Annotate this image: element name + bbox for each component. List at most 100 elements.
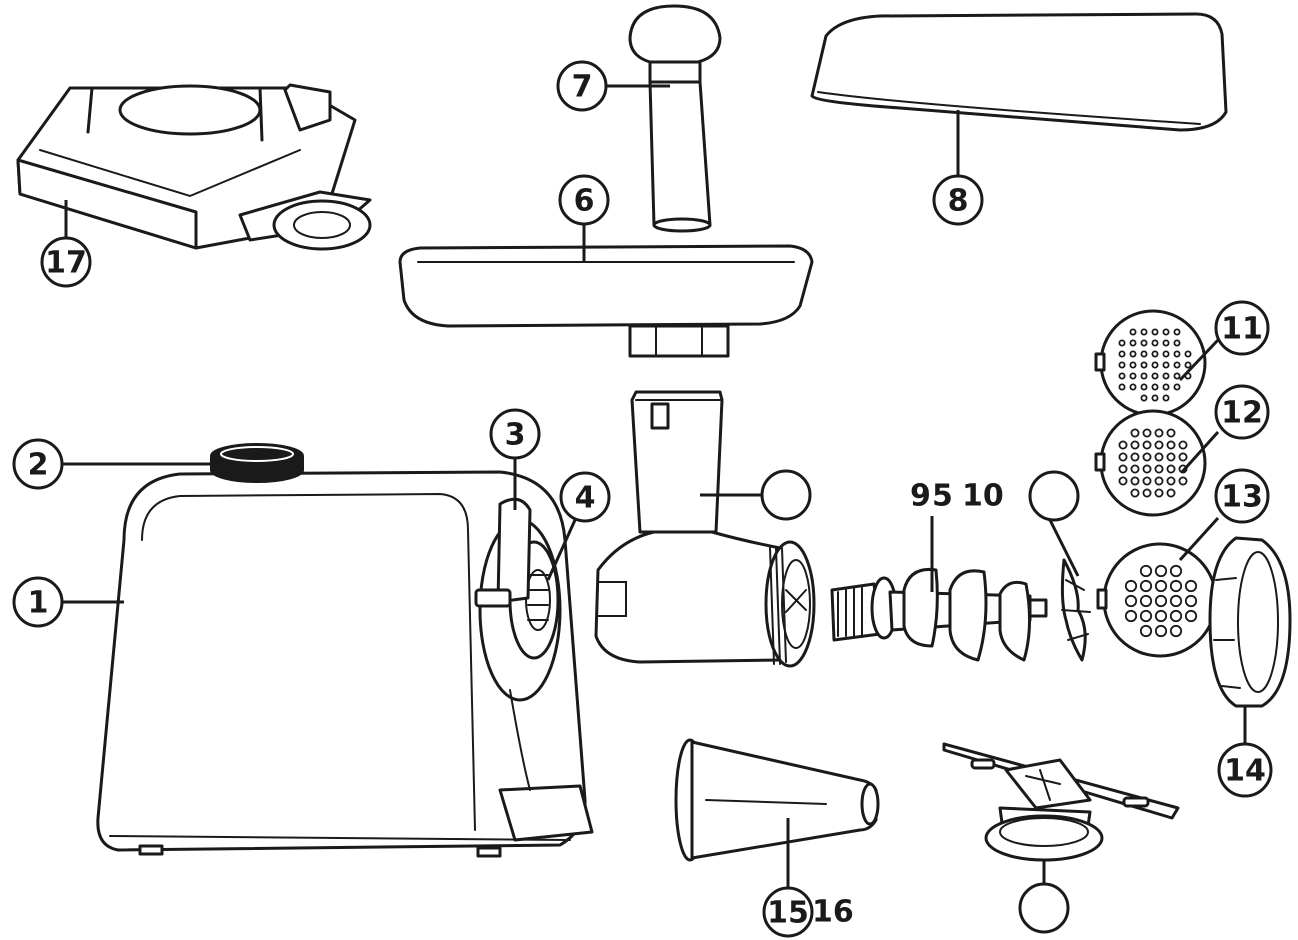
plate-hole: [1142, 476, 1152, 486]
callout-12: 12: [1214, 384, 1270, 440]
plate-hole: [1184, 579, 1198, 593]
plate-hole: [1139, 624, 1153, 638]
plate-hole: [1118, 372, 1126, 380]
callout-7: 7: [556, 60, 608, 112]
plate-hole: [1142, 488, 1152, 498]
plate-hole: [1162, 394, 1170, 402]
plate-hole: [1162, 328, 1170, 336]
part-switch-knob: [210, 443, 304, 483]
part-auger: [830, 567, 1048, 662]
plate-hole: [1118, 440, 1128, 450]
plate-hole: [1162, 383, 1170, 391]
plate-hole: [1154, 564, 1168, 578]
callout-14-label: 14: [1224, 754, 1266, 789]
plate-hole: [1151, 328, 1159, 336]
callout-2-label: 2: [28, 448, 49, 483]
plate-hole: [1166, 440, 1176, 450]
plate-hole: [1162, 350, 1170, 358]
plate-hole: [1140, 361, 1148, 369]
plate-hole: [1173, 328, 1181, 336]
part-cover: [810, 12, 1228, 132]
plate-hole: [1129, 361, 1137, 369]
plate-hole: [1118, 383, 1126, 391]
plate-hole: [1130, 428, 1140, 438]
callout-6-label: 6: [574, 184, 595, 219]
plate-hole: [1130, 464, 1140, 474]
plate-hole: [1184, 609, 1198, 623]
callout-1-label: 1: [28, 586, 49, 621]
callout-7-label: 7: [572, 70, 593, 105]
plate-hole: [1118, 361, 1126, 369]
plate-hole: [1169, 564, 1183, 578]
plate-hole: [1154, 464, 1164, 474]
callout-empty-kibbe: [1018, 882, 1070, 934]
plate-hole: [1154, 476, 1164, 486]
plate-hole: [1140, 328, 1148, 336]
plate-hole: [1173, 350, 1181, 358]
callout-17-label: 17: [45, 246, 87, 281]
plate-hole: [1130, 488, 1140, 498]
plate-hole: [1151, 383, 1159, 391]
plate-hole: [1118, 339, 1126, 347]
plate-hole: [1130, 452, 1140, 462]
plate-hole: [1178, 476, 1188, 486]
plate-hole: [1162, 361, 1170, 369]
plate-hole: [1151, 372, 1159, 380]
plate-hole: [1139, 564, 1153, 578]
plate-hole: [1130, 440, 1140, 450]
callout-empty-blade: [1028, 470, 1080, 522]
callout-6: 6: [558, 174, 610, 226]
plate-hole: [1154, 609, 1168, 623]
plate-hole: [1169, 579, 1183, 593]
plate-hole: [1162, 339, 1170, 347]
plate-hole: [1129, 372, 1137, 380]
leader-lines: [62, 84, 1247, 890]
plate-hole: [1154, 579, 1168, 593]
part-grinder-head: [594, 390, 816, 668]
callout-12-label: 12: [1221, 396, 1263, 431]
plate-hole: [1178, 440, 1188, 450]
callout-4-label: 4: [575, 481, 596, 516]
plate-hole: [1184, 594, 1198, 608]
callout-11-label: 11: [1221, 312, 1263, 347]
part-medium-plate: [1094, 409, 1207, 517]
plate-hole: [1154, 594, 1168, 608]
callout-2: 2: [12, 438, 64, 490]
part-tray: [398, 244, 814, 358]
label-16: 16: [812, 895, 854, 930]
part-cross-blade: [1060, 558, 1091, 662]
plate-hole: [1142, 440, 1152, 450]
plate-hole: [1154, 624, 1168, 638]
plate-hole: [1118, 452, 1128, 462]
plate-hole: [1178, 452, 1188, 462]
plate-hole: [1129, 350, 1137, 358]
plate-hole: [1169, 594, 1183, 608]
plate-hole: [1184, 361, 1192, 369]
plate-hole: [1124, 579, 1138, 593]
part-ring-nut: [1208, 536, 1292, 708]
plate-hole: [1140, 339, 1148, 347]
part-sausage-funnel: [674, 738, 880, 862]
plate-hole: [1151, 350, 1159, 358]
callout-13: 13: [1214, 468, 1270, 524]
plate-hole: [1173, 372, 1181, 380]
callout-8-label: 8: [948, 184, 969, 219]
plate-hole: [1129, 383, 1137, 391]
plate-hole: [1118, 476, 1128, 486]
plate-hole: [1130, 476, 1140, 486]
plate-hole: [1139, 594, 1153, 608]
part-motor-housing: [96, 470, 594, 858]
plate-hole: [1173, 383, 1181, 391]
plate-hole: [1129, 328, 1137, 336]
plate-hole: [1140, 372, 1148, 380]
plate-hole: [1151, 361, 1159, 369]
callout-13-label: 13: [1221, 480, 1263, 515]
plate-hole: [1151, 339, 1159, 347]
callout-empty-grinder-head: [760, 469, 812, 521]
plate-hole: [1173, 339, 1181, 347]
plate-hole: [1139, 609, 1153, 623]
plate-hole: [1154, 452, 1164, 462]
plate-hole: [1118, 350, 1126, 358]
callout-8: 8: [932, 174, 984, 226]
